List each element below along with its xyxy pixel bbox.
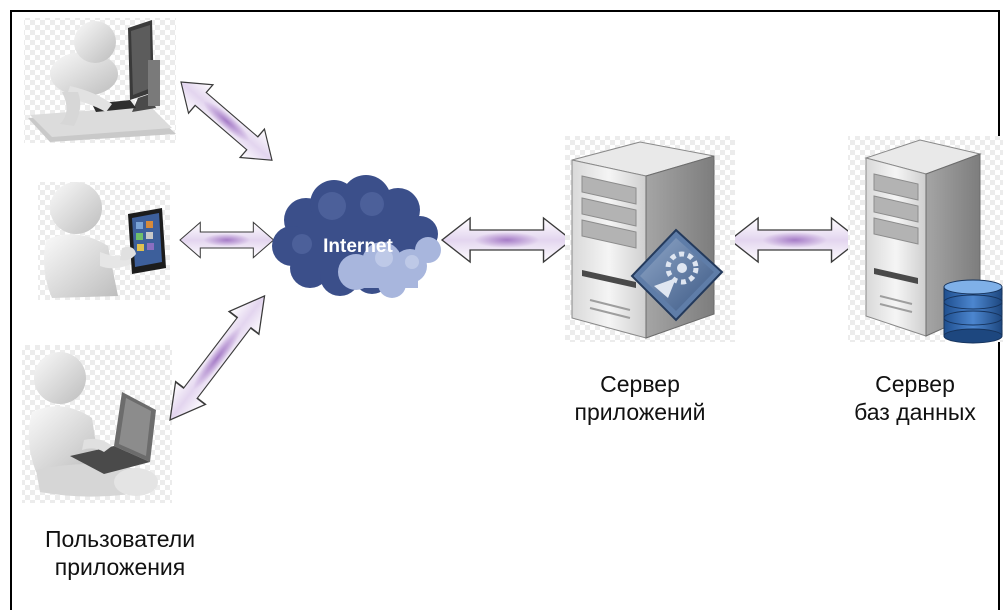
- arrow-desktop-to-internet: [168, 67, 285, 176]
- users-caption: Пользователи приложения: [20, 525, 220, 581]
- arrow-internet-to-app-server: [441, 217, 573, 263]
- app-server-caption-line2: приложений: [574, 399, 706, 425]
- arrow-tablet-to-internet: [179, 221, 275, 259]
- app-server-caption: Сервер приложений: [560, 370, 720, 426]
- application-server-icon: [565, 136, 735, 342]
- db-server-caption-line2: баз данных: [854, 399, 976, 425]
- users-caption-line1: Пользователи: [44, 526, 196, 552]
- arrow-app-server-to-db-server: [729, 217, 861, 263]
- arrow-laptop-to-internet: [154, 283, 281, 433]
- internet-label: Internet: [323, 236, 393, 257]
- database-server-icon: [848, 136, 1003, 344]
- app-server-caption-line1: Сервер: [600, 371, 680, 397]
- internet-cloud-icon: Internet: [272, 175, 441, 298]
- person-at-desktop-computer-icon: [24, 18, 176, 143]
- db-server-caption: Сервер баз данных: [830, 370, 1000, 426]
- users-caption-line2: приложения: [54, 554, 186, 580]
- db-server-caption-line1: Сервер: [875, 371, 955, 397]
- person-with-laptop-icon: [22, 345, 172, 503]
- person-holding-tablet-icon: [38, 182, 170, 300]
